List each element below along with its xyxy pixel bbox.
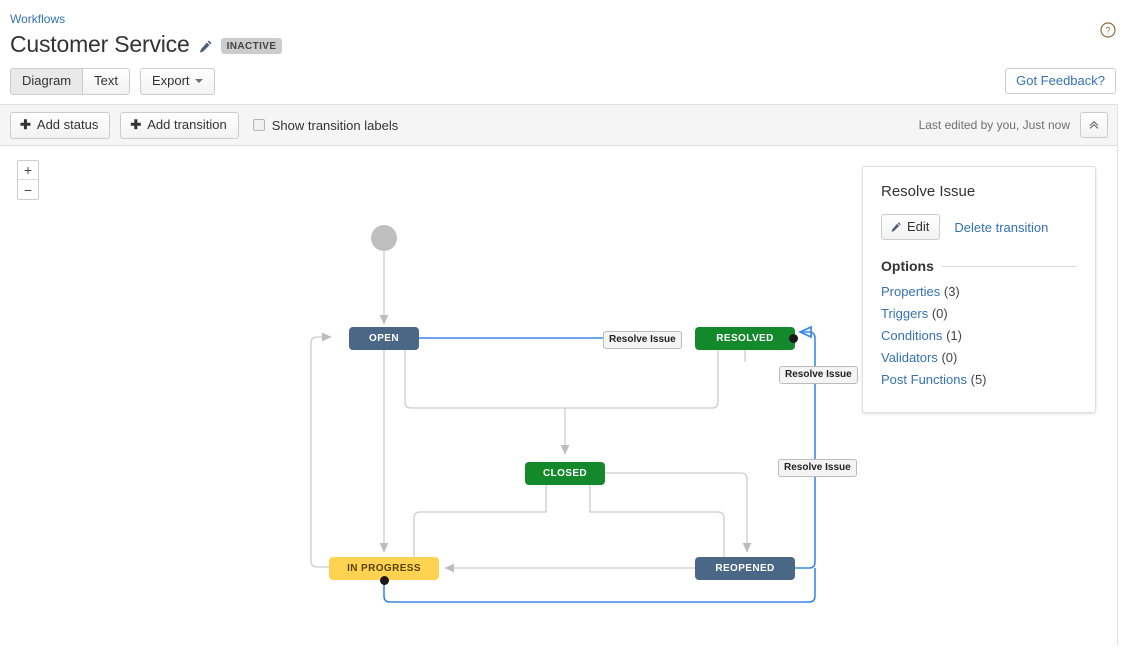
toolbar-right: Last edited by you, Just now (919, 112, 1108, 138)
option-count-triggers: (0) (931, 306, 948, 321)
option-count-properties: (3) (943, 284, 960, 299)
option-link-validators[interactable]: Validators (881, 350, 938, 365)
option-row-triggers: Triggers (0) (881, 306, 1077, 321)
option-count-validators: (0) (941, 350, 958, 365)
plus-icon: ✚ (130, 117, 142, 132)
zoom-controls: + − (17, 160, 39, 200)
connector-dot-resolved[interactable] (789, 334, 798, 343)
options-heading: Options (881, 258, 1077, 274)
view-tab-group: Diagram Text (10, 68, 130, 95)
option-link-post-functions[interactable]: Post Functions (881, 372, 967, 387)
option-row-properties: Properties (3) (881, 284, 1077, 299)
add-status-button[interactable]: ✚ Add status (10, 111, 111, 139)
page-title: Customer Service (10, 31, 190, 57)
zoom-in-button[interactable]: + (18, 161, 38, 180)
option-row-post-functions: Post Functions (5) (881, 372, 1077, 387)
status-node-resolved[interactable]: RESOLVED (695, 327, 795, 350)
transition-label-resolve-issue-1[interactable]: Resolve Issue (603, 331, 682, 349)
divider (941, 265, 1077, 267)
status-node-closed[interactable]: CLOSED (525, 462, 605, 485)
status-badge: INACTIVE (220, 38, 283, 54)
add-transition-button[interactable]: ✚ Add transition (120, 111, 239, 139)
breadcrumb-workflows[interactable]: Workflows (10, 12, 66, 26)
pencil-icon (891, 221, 901, 232)
export-label: Export (151, 73, 190, 88)
edit-label: Edit (907, 219, 930, 234)
show-transition-labels-label: Show transition labels (271, 117, 399, 133)
connector-dot-in-progress[interactable] (380, 576, 389, 585)
question-mark-circle-icon[interactable]: ? (1100, 22, 1116, 38)
got-feedback-button[interactable]: Got Feedback? (1005, 68, 1116, 94)
chevron-double-up-icon (1089, 121, 1099, 129)
title-row: Customer Service INACTIVE (10, 30, 283, 58)
status-node-reopened[interactable]: REOPENED (695, 557, 795, 580)
option-row-validators: Validators (0) (881, 350, 1077, 365)
diagram-toolbar: ✚ Add status ✚ Add transition Show trans… (0, 104, 1118, 146)
status-node-open[interactable]: OPEN (349, 327, 419, 350)
collapse-toolbar-button[interactable] (1080, 112, 1108, 138)
zoom-out-button[interactable]: − (23, 181, 33, 198)
caret-down-icon (194, 78, 203, 83)
export-button[interactable]: Export (139, 68, 215, 95)
transition-label-resolve-issue-3[interactable]: Resolve Issue (778, 459, 857, 477)
add-status-label: Add status (36, 116, 99, 132)
option-link-properties[interactable]: Properties (881, 284, 941, 299)
add-transition-label: Add transition (147, 116, 227, 132)
option-link-conditions[interactable]: Conditions (881, 328, 943, 343)
options-heading-text: Options (881, 258, 934, 274)
start-node[interactable] (371, 225, 397, 251)
status-node-in-progress[interactable]: IN PROGRESS (329, 557, 439, 580)
delete-transition-link[interactable]: Delete transition (954, 219, 1049, 235)
transition-label-resolve-issue-2[interactable]: Resolve Issue (779, 366, 858, 384)
tab-text[interactable]: Text (82, 68, 130, 95)
panel-title: Resolve Issue (881, 183, 976, 200)
option-count-post-functions: (5) (970, 372, 987, 387)
edit-transition-button[interactable]: Edit (881, 214, 941, 240)
last-edited-text: Last edited by you, Just now (918, 118, 1070, 132)
pencil-icon[interactable] (198, 39, 213, 54)
panel-actions: Edit Delete transition (881, 214, 1077, 240)
show-transition-labels-checkbox[interactable]: Show transition labels (252, 117, 399, 133)
tab-diagram[interactable]: Diagram (10, 68, 83, 95)
option-count-conditions: (1) (946, 328, 962, 343)
transition-detail-panel: Resolve Issue Edit Delete transition Opt… (862, 166, 1096, 413)
svg-text:?: ? (1105, 26, 1110, 36)
option-row-conditions: Conditions (1) (881, 328, 1077, 343)
view-toolbar: Diagram Text Export (10, 68, 215, 95)
checkbox-box[interactable] (252, 119, 265, 131)
plus-icon: ✚ (20, 117, 31, 132)
option-link-triggers[interactable]: Triggers (881, 306, 929, 321)
